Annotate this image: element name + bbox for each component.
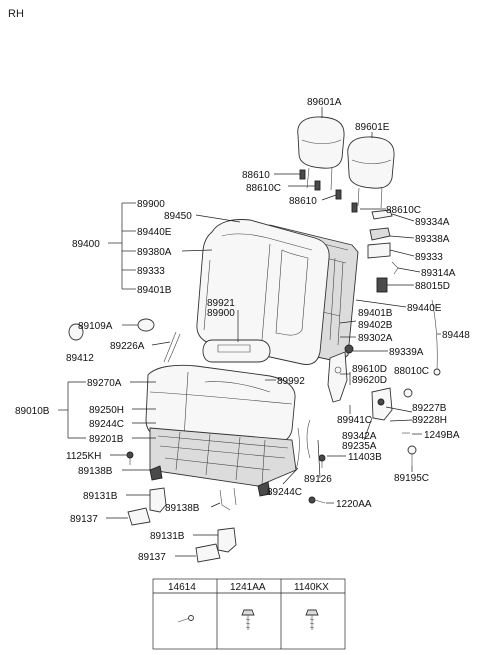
callout-89138B-b: 89138B (165, 503, 200, 514)
callout-89126: 89126 (304, 474, 332, 485)
seat-legs (219, 419, 311, 511)
callout-1125KH: 1125KH (66, 451, 101, 462)
callout-89131B-b: 89131B (150, 531, 185, 542)
callout-89380A: 89380A (137, 247, 172, 258)
leader-lines (58, 107, 441, 557)
leg-cover-1 (127, 487, 167, 526)
callout-89450: 89450 (164, 211, 192, 222)
callout-88015D: 88015D (415, 281, 450, 292)
side-label: RH (8, 8, 24, 20)
callout-labels: 89601A 89601E 88610 88610C 88610 88610C … (15, 97, 470, 563)
callout-89333-b: 89333 (415, 252, 443, 263)
recliner-bracket (327, 351, 417, 466)
callout-89334A: 89334A (415, 217, 450, 228)
callout-88610C-b: 88610C (386, 205, 421, 216)
table-header-3: 1140KX (294, 582, 329, 593)
callout-11403B: 11403B (348, 452, 382, 463)
screw-icon-14614 (177, 615, 194, 623)
callout-89137-b: 89137 (138, 552, 166, 563)
callout-89314A: 89314A (421, 268, 456, 279)
table-header-1: 14614 (168, 582, 196, 593)
callout-89941C: 89941C (337, 415, 372, 426)
bolts (126, 451, 326, 504)
callout-89201B: 89201B (89, 434, 124, 445)
callout-89620D: 89620D (352, 375, 387, 386)
callout-89226A: 89226A (110, 341, 145, 352)
callout-89610D: 89610D (352, 364, 387, 375)
callout-89992: 89992 (277, 376, 305, 387)
callout-89900-b: 89900 (207, 308, 235, 319)
callout-89440E: 89440E (137, 227, 172, 238)
callout-89195C: 89195C (394, 473, 429, 484)
callout-89338A: 89338A (415, 234, 450, 245)
callout-89342A: 89342A (342, 431, 377, 442)
armrest (202, 339, 271, 363)
seat-cushion (145, 364, 296, 447)
callout-89228H: 89228H (412, 415, 447, 426)
callout-89270A: 89270A (87, 378, 122, 389)
callout-88610: 88610 (242, 170, 270, 181)
callout-89400: 89400 (72, 239, 100, 250)
callout-88010C: 88010C (394, 366, 429, 377)
callout-88610C: 88610C (246, 183, 281, 194)
headrest-left (297, 116, 345, 191)
bolt-icon-1140KX (305, 609, 319, 630)
seat-back-cushion (196, 219, 330, 365)
seat-cushion-frame (149, 427, 297, 497)
callout-89900: 89900 (137, 199, 165, 210)
callout-89601A: 89601A (307, 97, 342, 108)
callout-89109A: 89109A (78, 321, 113, 332)
callout-89333: 89333 (137, 266, 165, 277)
bolt-icon-1241AA (241, 609, 255, 630)
callout-89302A: 89302A (358, 333, 393, 344)
callout-89440E-b: 89440E (407, 303, 442, 314)
callout-89235A: 89235A (342, 441, 377, 452)
callout-89339A: 89339A (389, 347, 424, 358)
callout-89131B: 89131B (83, 491, 118, 502)
callout-89412: 89412 (66, 353, 94, 364)
callout-88610-b: 88610 (289, 196, 317, 207)
small-parts-right (344, 209, 441, 376)
callout-89921: 89921 (207, 298, 235, 309)
callout-1220AA: 1220AA (336, 499, 372, 510)
callout-89244C: 89244C (89, 419, 124, 430)
callout-89010B: 89010B (15, 406, 50, 417)
callout-89227B: 89227B (412, 403, 447, 414)
callout-89137: 89137 (70, 514, 98, 525)
callout-89138B: 89138B (78, 466, 113, 477)
table-header-2: 1241AA (230, 582, 266, 593)
callout-89401B-b: 89401B (358, 308, 393, 319)
callout-89402B: 89402B (358, 320, 393, 331)
leg-cover-2 (195, 527, 237, 563)
fastener-table: 14614 1241AA 1140KX (152, 578, 346, 650)
callout-1249BA: 1249BA (424, 430, 460, 441)
callout-89401B: 89401B (137, 285, 172, 296)
callout-89601E: 89601E (355, 122, 390, 133)
callout-89448: 89448 (442, 330, 470, 341)
callout-89244C-b: 89244C (267, 487, 302, 498)
callout-89250H: 89250H (89, 405, 124, 416)
headrest-right (347, 136, 395, 209)
guide-pins (299, 169, 358, 213)
